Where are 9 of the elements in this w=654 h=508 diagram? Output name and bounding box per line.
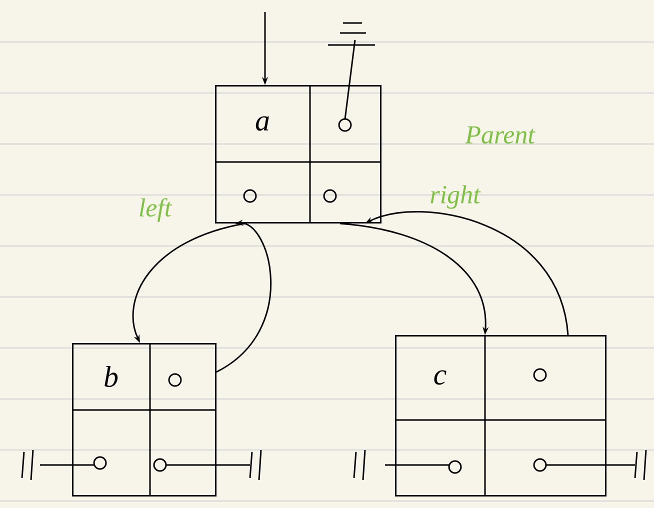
- pointer-label: left: [140, 198, 172, 222]
- tree-node-box: [215, 85, 382, 224]
- node-value: b: [104, 366, 118, 388]
- pointer-label: Parent: [464, 126, 536, 144]
- tree-node-box: [72, 343, 216, 496]
- tree-node-box: [395, 335, 606, 496]
- pointer-label: right: [430, 185, 481, 209]
- node-value: c: [434, 370, 446, 385]
- node-value: a: [256, 116, 269, 131]
